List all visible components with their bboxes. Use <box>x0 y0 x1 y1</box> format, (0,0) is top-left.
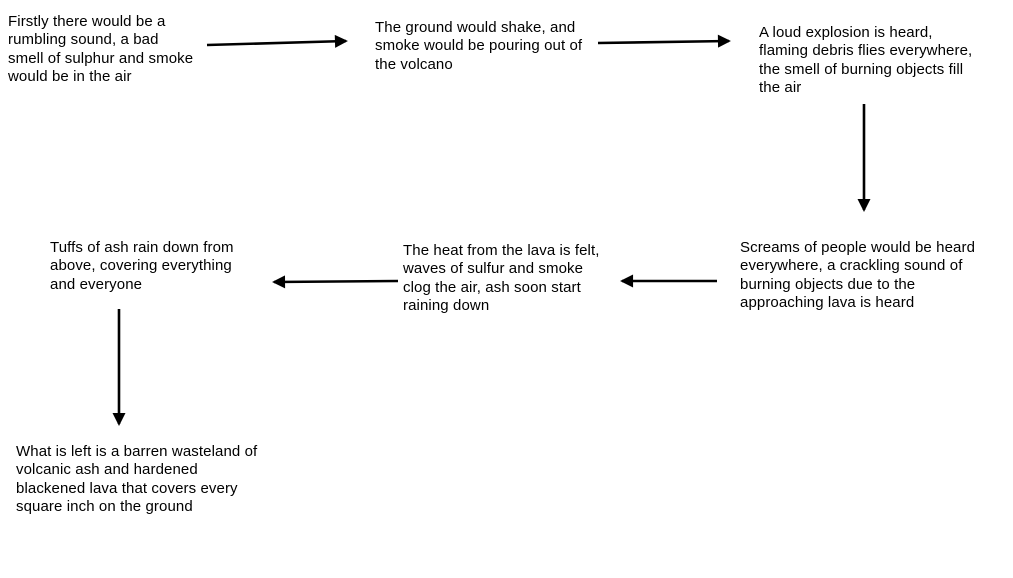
arrow-step5-step6 <box>272 275 399 289</box>
flow-node-step-4: Screams of people would be heard everywh… <box>740 239 976 312</box>
flow-node-step-7: What is left is a barren wasteland of vo… <box>16 443 258 516</box>
flow-node-step-2: The ground would shake, and smoke would … <box>375 19 583 73</box>
flow-node-step-5: The heat from the lava is felt, waves of… <box>403 242 600 315</box>
arrow-step1-step2 <box>206 34 348 48</box>
flow-node-step-6: Tuffs of ash rain down from above, cover… <box>50 239 234 293</box>
flow-node-step-3: A loud explosion is heard, flaming debri… <box>759 24 973 97</box>
flow-node-step-1: Firstly there would be a rumbling sound,… <box>8 13 194 86</box>
arrow-step2-step3 <box>597 34 731 48</box>
